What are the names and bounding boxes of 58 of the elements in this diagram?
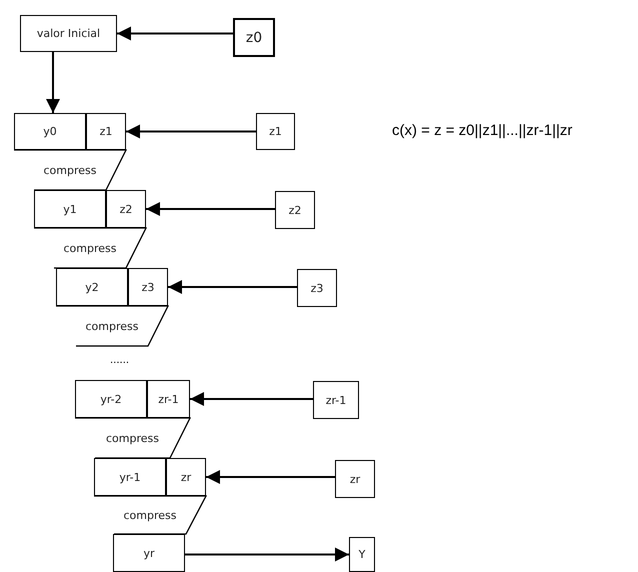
input-box: [335, 460, 375, 498]
node-label: z1: [269, 125, 282, 138]
state-cell: [75, 380, 147, 418]
arrow: [126, 124, 256, 138]
arrow: [206, 470, 335, 484]
node-label: zr-1: [326, 394, 346, 406]
formula: c(x) = z = z0||z1||...||zr-1||zr: [392, 122, 572, 139]
node-label: z2: [120, 202, 132, 216]
block-cell: [106, 190, 146, 228]
arrow: [185, 548, 349, 562]
node-label: valor Inicial: [36, 27, 100, 40]
node-label: zr-1: [158, 392, 179, 406]
node-label: yr-1: [119, 470, 141, 484]
node-label: Y: [358, 548, 366, 561]
process-box: [20, 15, 117, 52]
block-cell: [86, 113, 126, 150]
node-label: z3: [310, 282, 324, 294]
compress-trapezoid: [94, 496, 206, 534]
node-label: compress: [124, 508, 176, 522]
node-label: yr-2: [100, 392, 122, 406]
arrow: [168, 280, 297, 294]
node-label: z1: [100, 125, 112, 138]
node-label: z2: [288, 204, 302, 216]
compress-trapezoid: [75, 418, 190, 458]
arrow: [46, 52, 60, 113]
block-cell: [166, 458, 206, 496]
arrow: [190, 392, 313, 406]
output-box: [349, 537, 375, 572]
node-label: z0: [246, 30, 262, 46]
block-cell: [147, 380, 190, 418]
compress-trapezoid: [34, 228, 146, 268]
block-cell: [128, 268, 168, 306]
node-label: compress: [86, 320, 138, 332]
state-cell: [14, 113, 86, 150]
node-label: y1: [63, 202, 77, 216]
node-label: compress: [106, 432, 159, 444]
arrow: [146, 202, 275, 216]
state-cell: [56, 268, 128, 306]
state-cell: [34, 190, 106, 228]
input-box: [297, 269, 337, 307]
node-label: z3: [142, 280, 154, 294]
node-label: y2: [85, 280, 99, 294]
compress-trapezoid: [56, 306, 168, 346]
node-label: compress: [44, 164, 96, 176]
input-box: [233, 18, 275, 57]
state-cell: [113, 534, 185, 572]
node-label: compress: [64, 242, 116, 254]
input-box: [313, 381, 359, 419]
compress-trapezoid: [14, 150, 126, 190]
node-label: zr: [180, 470, 192, 484]
input-box: [256, 113, 295, 150]
node-label: y0: [43, 125, 57, 138]
ellipsis: ......: [110, 355, 130, 366]
node-label: yr: [143, 546, 155, 560]
node-label: zr: [350, 472, 360, 486]
arrow: [117, 26, 233, 40]
state-cell: [94, 458, 166, 496]
input-box: [275, 191, 315, 229]
